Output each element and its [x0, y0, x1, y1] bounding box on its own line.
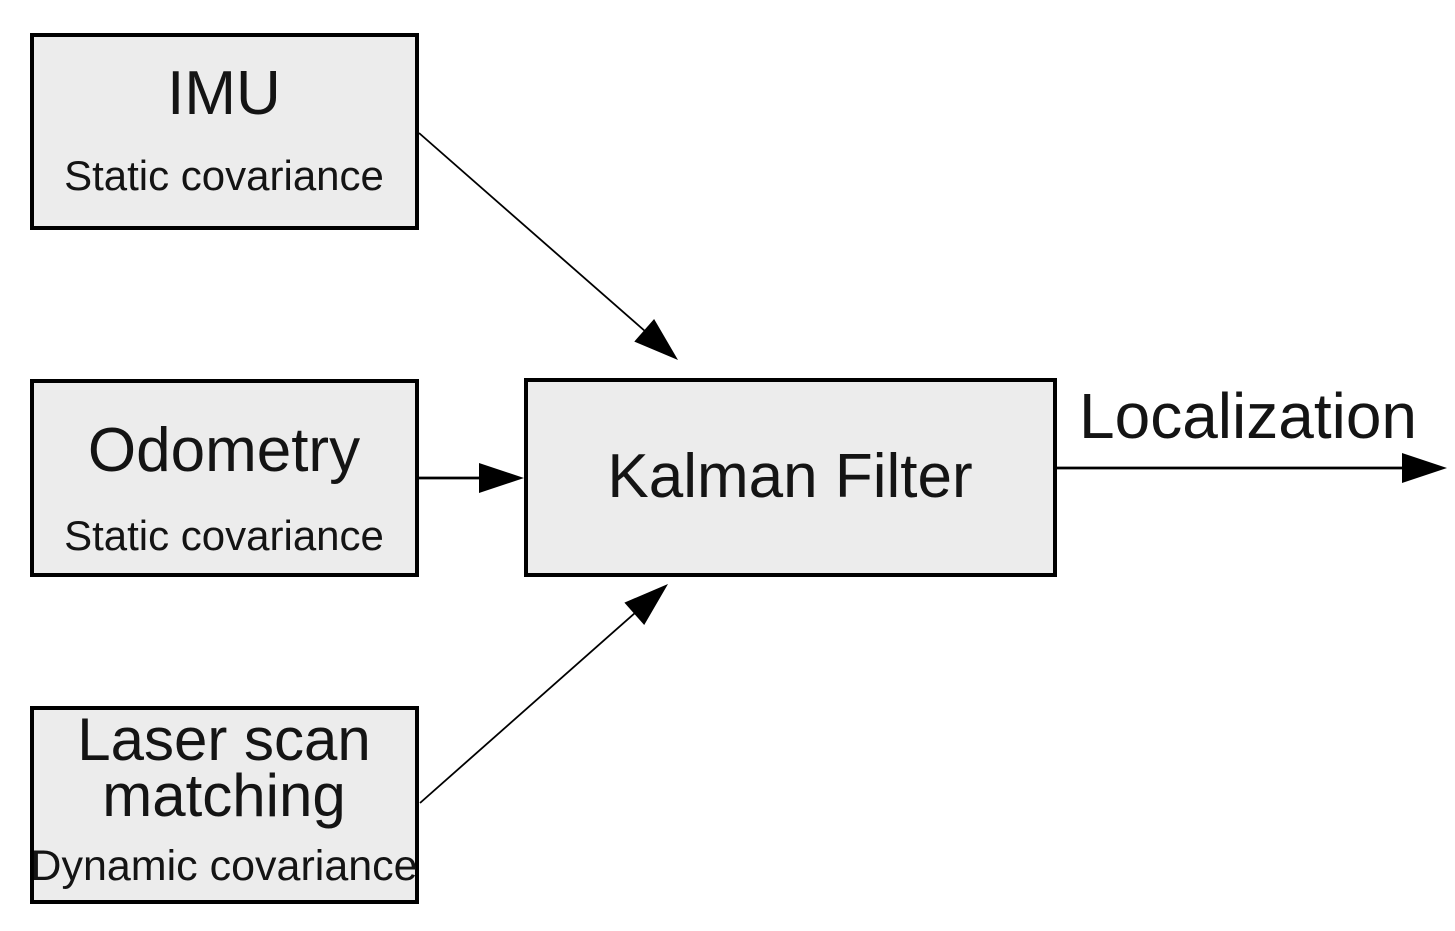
node-odometry: Odometry Static covariance [30, 379, 419, 577]
laser-title-line1: Laser scan [77, 706, 371, 773]
imu-arrow-line [418, 132, 647, 333]
imu-title: IMU [167, 59, 281, 128]
node-laser-scan-matching: Laser scan matching Dynamic covariance [30, 706, 419, 904]
laser-arrowhead-icon [624, 584, 668, 625]
output-arrowhead-icon [1402, 453, 1447, 483]
arrow-kalman-to-output: Localization [1055, 380, 1447, 483]
output-label: Localization [1079, 380, 1417, 452]
node-kalman-filter: Kalman Filter [524, 378, 1057, 577]
laser-box [30, 706, 419, 904]
odometry-subtitle: Static covariance [64, 512, 384, 559]
imu-box [30, 33, 419, 230]
odometry-box [30, 379, 419, 577]
kalman-box [524, 378, 1057, 577]
kalman-title: Kalman Filter [607, 442, 972, 511]
odometry-arrowhead-icon [479, 463, 524, 493]
odometry-title: Odometry [88, 416, 360, 485]
node-imu: IMU Static covariance [30, 33, 419, 230]
arrow-imu-to-kalman [418, 132, 678, 360]
laser-title-line2: matching [102, 762, 345, 829]
imu-subtitle: Static covariance [64, 152, 384, 199]
arrow-odometry-to-kalman [418, 463, 524, 493]
laser-subtitle: Dynamic covariance [30, 842, 417, 890]
laser-arrow-line [419, 611, 637, 804]
imu-arrowhead-icon [634, 319, 678, 360]
arrow-laser-to-kalman [419, 584, 668, 804]
